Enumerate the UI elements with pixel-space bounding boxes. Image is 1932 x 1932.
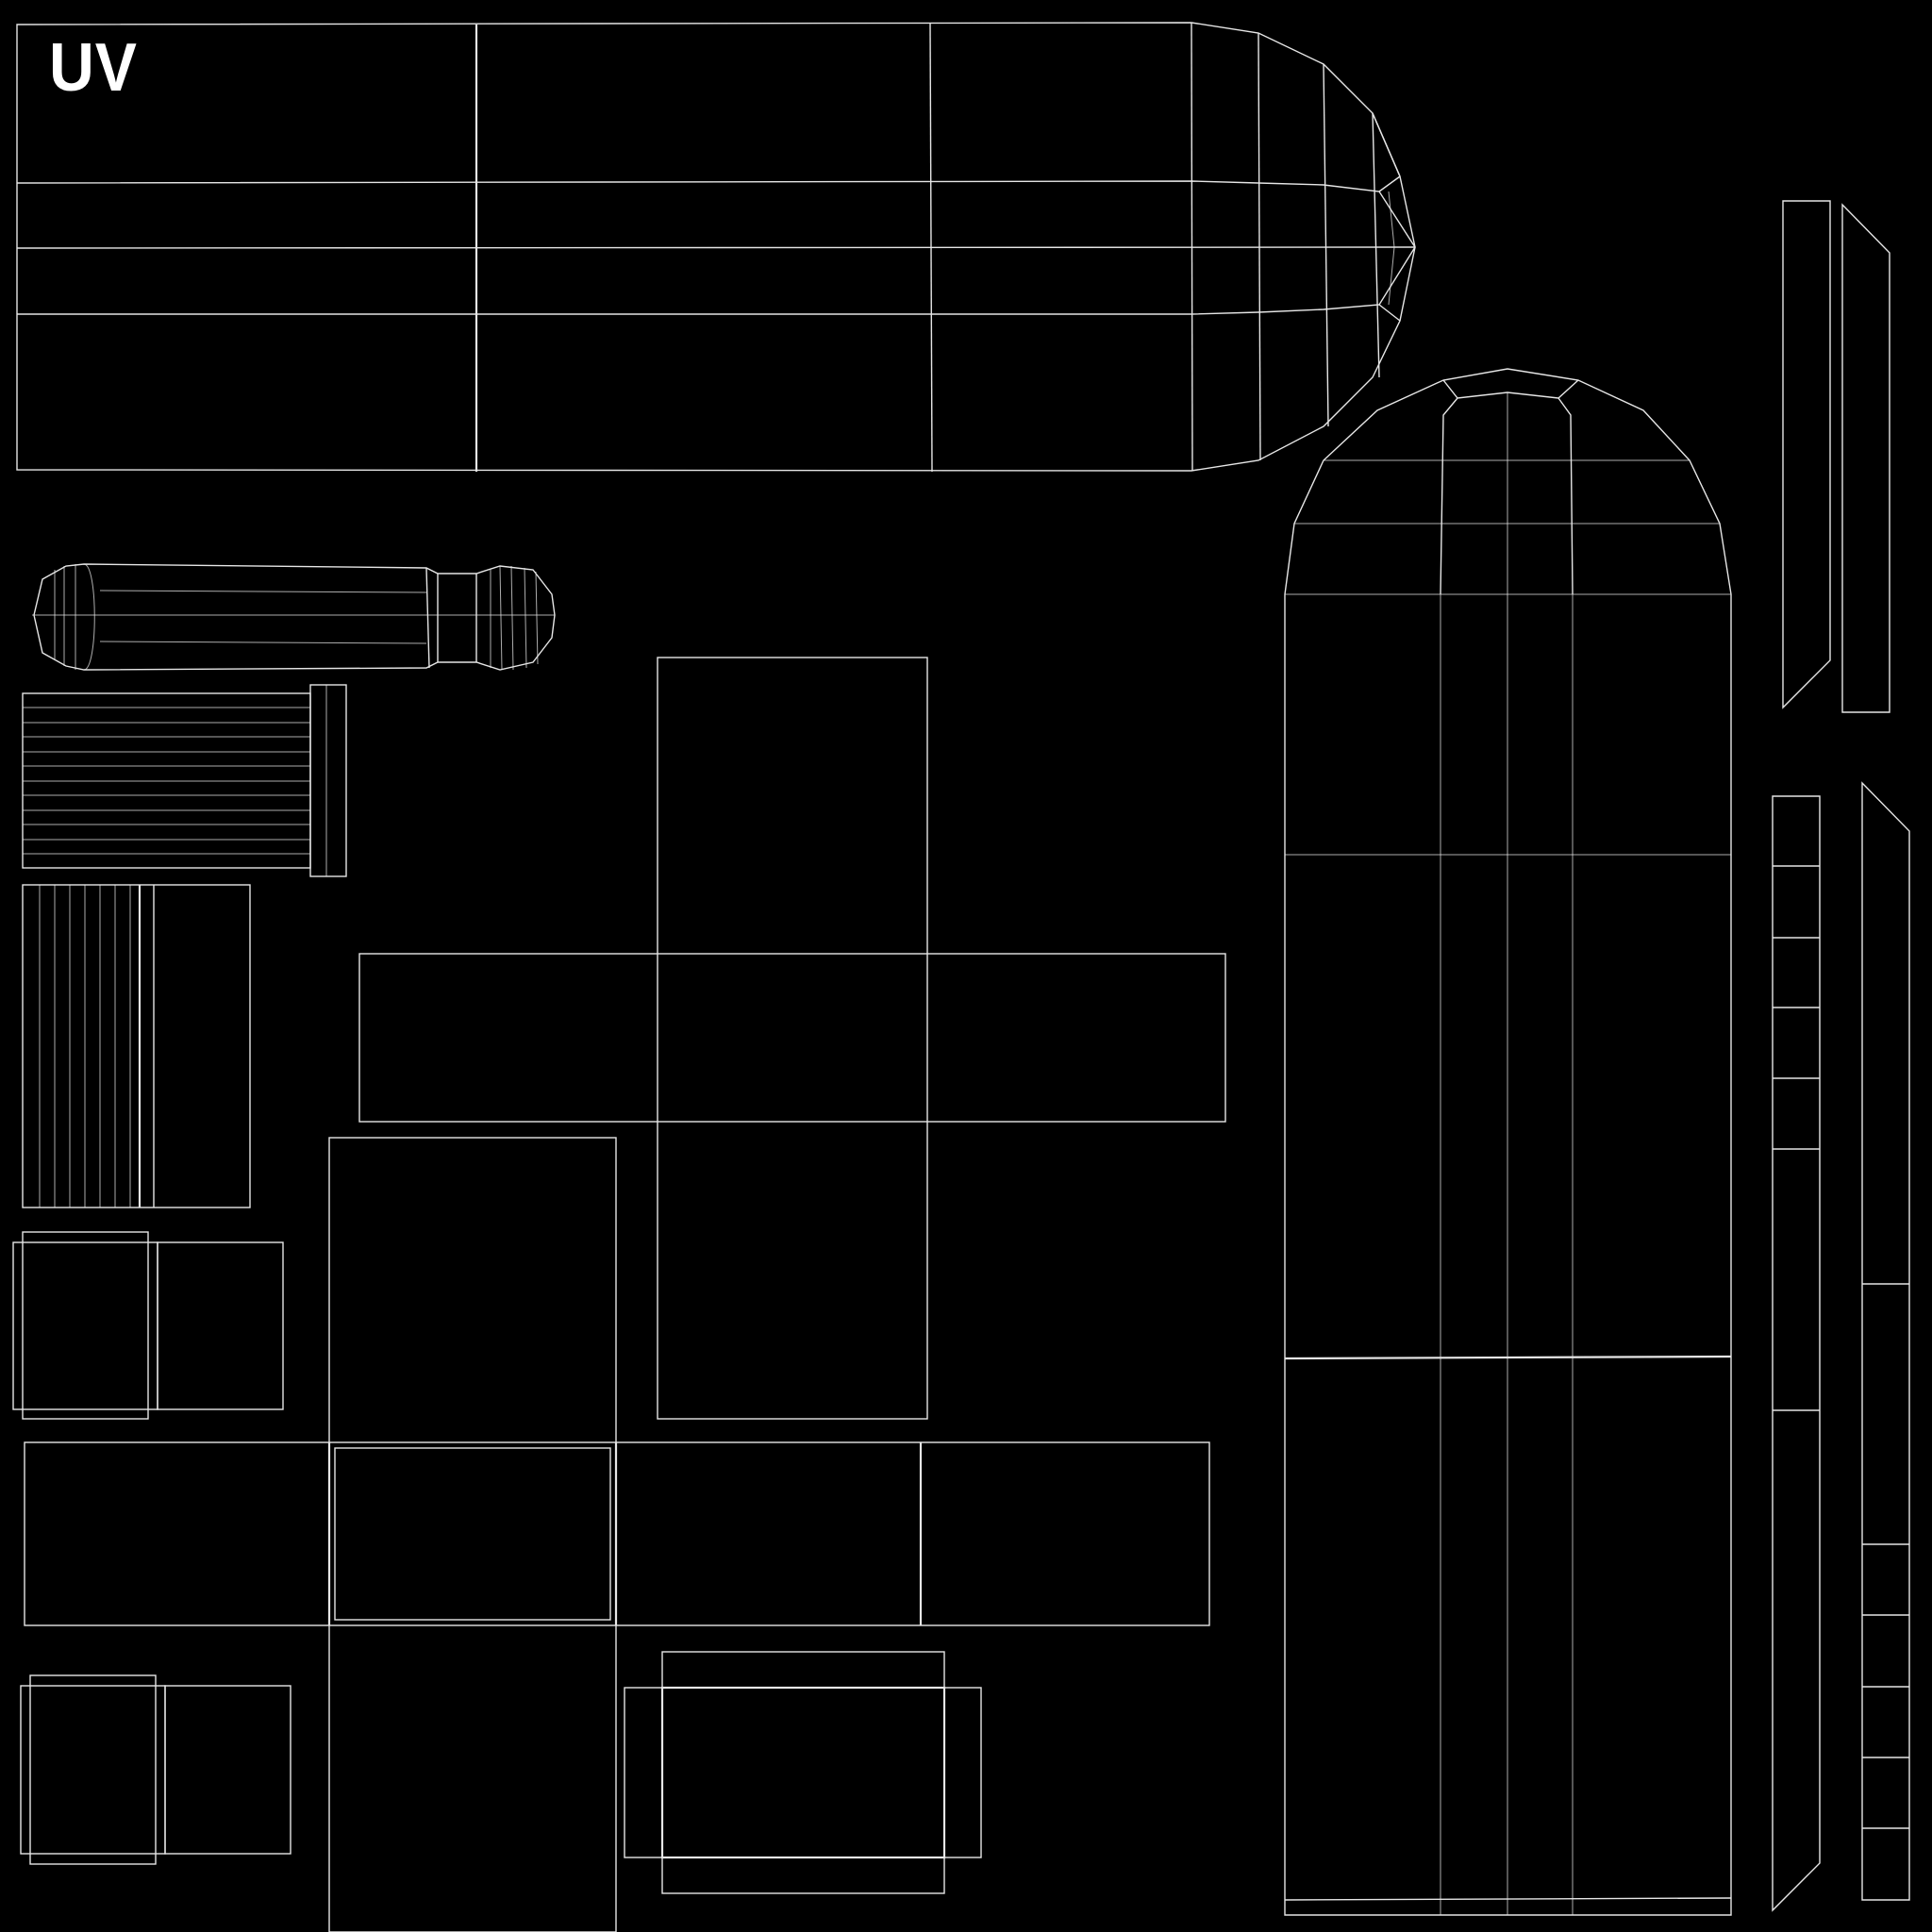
- tray-island: [624, 1651, 982, 1894]
- square-pair-island-bottom: [20, 1674, 291, 1865]
- striped-rect-island-vertical: [22, 884, 251, 1208]
- square-pair-island-top: [12, 1231, 284, 1420]
- uv-title: UV: [49, 30, 138, 106]
- thin-strip-islands: [1772, 200, 1910, 1912]
- small-capsule-island: [32, 563, 556, 671]
- box-unfold-island: [24, 1137, 1210, 1932]
- long-capsule-island: [16, 22, 1416, 473]
- rounded-arch-island: [1284, 368, 1732, 1916]
- striped-rect-island-horizontal: [22, 684, 347, 877]
- cross-unfold-island: [358, 657, 1226, 1420]
